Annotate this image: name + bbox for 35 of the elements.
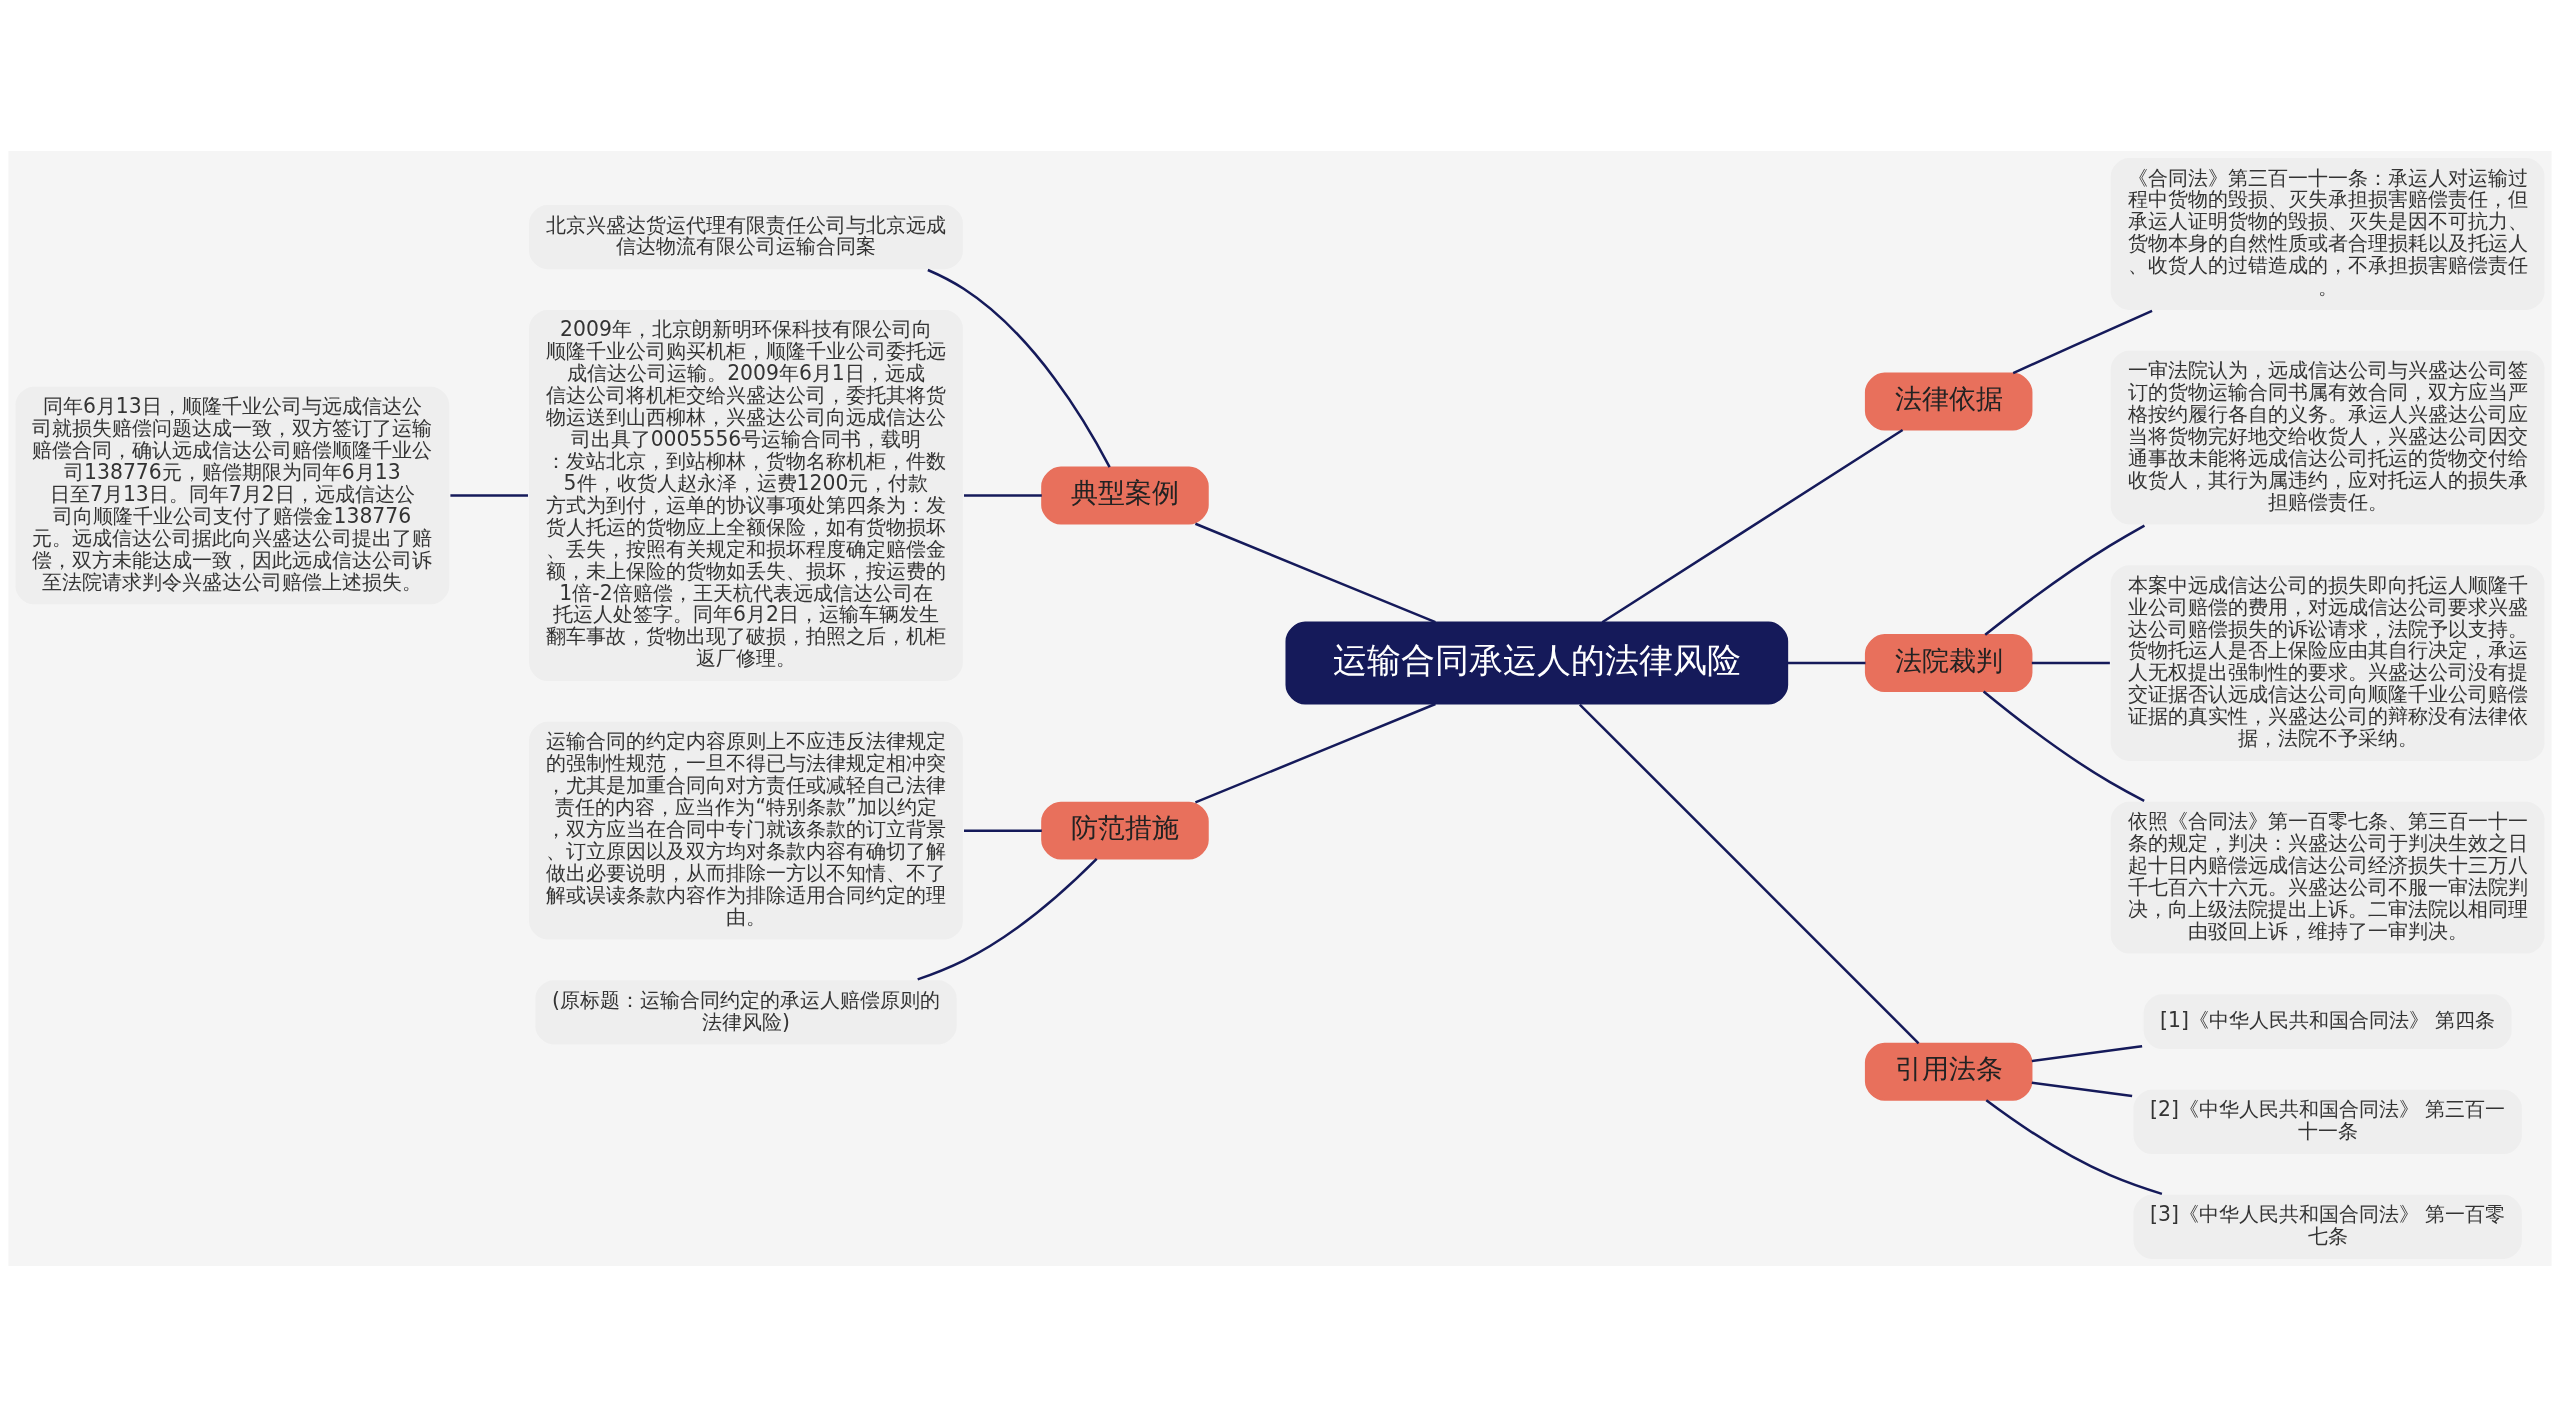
- connector: [964, 493, 1042, 497]
- node-box: 《合同法》第三百一十一条：承运人对运输过程中货物的毁损、灭失承担损害赔偿责任，但承运人证明货物的毁损、灭失是因不可抗力、货物本身的自然性质或者合理损耗以及托运人、收货人的过错造成的，不承担损害赔偿责任。: [2109, 155, 2547, 311]
- node-box: 引用法条: [1864, 1042, 2033, 1101]
- connector: [2012, 309, 2153, 374]
- connector: [2031, 661, 2110, 664]
- node-box: 法院裁判: [1864, 633, 2033, 692]
- connector: [450, 493, 528, 497]
- node-box: 运输合同承运人的法律风险: [1285, 621, 1789, 705]
- connector: [2031, 1044, 2143, 1062]
- connector: [1194, 702, 1436, 804]
- node-box: 同年6月13日，顺隆千业公司与远成信达公司就损失赔偿问题达成一致，双方签订了运输赔偿合同，确认远成信达公司赔偿顺隆千业公司138776元，赔偿期限为同年6月13日至7月13日。同年7月2日，远成信达公司向顺隆千业公司支付了赔偿金138776元。远成信达公司据此向兴盛达公司提出了赔偿，双方未能达成一致，因此远成信达公司诉至法院请求判令兴盛达公司赔偿上述损失。: [13, 384, 451, 606]
- connector: [927, 268, 1111, 468]
- connector: [1601, 428, 1904, 623]
- connector: [2031, 1080, 2133, 1097]
- connector: [1787, 661, 1866, 664]
- node-box: 运输合同的约定内容原则上不应违反法律规定的强制性规范，一旦不得已与法律规定相冲突，尤其是加重合同向对方责任或减轻自己法律责任的内容，应当作为“特别条款”加以约定，双方应当在合同中专门就该条款的订立背景、订立原因以及双方均对条款内容有确切了解做出必要说明，从而排除一方以不知情、不了解或误读条款内容作为排除适用合同约定的理由。: [527, 719, 965, 941]
- node-box: 法律依据: [1864, 372, 2033, 431]
- node-box: [2]《中华人民共和国合同法》 第三百一十一条: [2131, 1087, 2524, 1156]
- node-box: 典型案例: [1041, 466, 1209, 524]
- connector: [917, 857, 1098, 981]
- connector: [1578, 703, 1920, 1044]
- node-box: 北京兴盛达货运代理有限责任公司与北京远成信达物流有限公司运输合同案: [527, 202, 965, 271]
- node-box: 防范措施: [1041, 801, 1209, 860]
- node-box: 依照《合同法》第一百零七条、第三百一十一条的规定，判决：兴盛达公司于判决生效之日起十日内赔偿远成信达公司经济损失十三万八千七百六十六元。兴盛达公司不服一审法院判决，向上级法院提出上诉。二审法院以相同理由驳回上诉，维持了一审判决。: [2109, 799, 2547, 955]
- node-box: (原标题：运输合同约定的承运人赔偿原则的法律风险): [533, 978, 959, 1046]
- connector: [1194, 522, 1436, 623]
- node-box: 2009年，北京朗新明环保科技有限公司向顺隆千业公司购买机柜，顺隆千业公司委托远成信达公司运输。2009年6月1日，远成信达公司将机柜交给兴盛达公司，委托其将货物运送到山西柳林，兴盛达公司向远成信达公司出具了0005556号运输合同书，载明：发站北京，到站柳林，货物名称机柜，件数5件，收货人赵永泽，运费1200元，付款方式为到付，运单的协议事项处第四条为：发货人托运的货物应上全额保险，如有货物损坏、丢失，按照有关规定和损坏程度确定赔偿金额，未上保险的货物如丢失、损坏，按运费的1倍-2倍赔偿，王天杭代表远成信达公司在托运人处签字。同年6月2日，运输车辆发生翻车事故，货物出现了破损，拍照之后，机柜返厂修理。: [527, 307, 965, 683]
- node-box: 本案中远成信达公司的损失即向托运人顺隆千业公司赔偿的费用，对远成信达公司要求兴盛达公司赔偿损失的诉讼请求，法院予以支持。货物托运人是否上保险应由其自行决定，承运人无权提出强制性的要求。兴盛达公司没有提交证据否认远成信达公司向顺隆千业公司赔偿证据的真实性，兴盛达公司的辩称没有法律依据，法院不予采纳。: [2109, 563, 2547, 763]
- connector: [1985, 1098, 2163, 1195]
- node-box: [3]《中华人民共和国合同法》 第一百零七条: [2131, 1192, 2524, 1261]
- node-box: [1]《中华人民共和国合同法》 第四条: [2142, 992, 2514, 1051]
- node-box: 一审法院认为，远成信达公司与兴盛达公司签订的货物运输合同书属有效合同，双方应当严格按约履行各自的义务。承运人兴盛达公司应当将货物完好地交给收货人，兴盛达公司因交通事故未能将远成信达公司托运的货物交付给收货人，其行为属违约，应对托运人的损失承担赔偿责任。: [2109, 348, 2547, 526]
- connector: [964, 828, 1042, 832]
- connector: [1984, 523, 2146, 636]
- connector: [1982, 689, 2145, 802]
